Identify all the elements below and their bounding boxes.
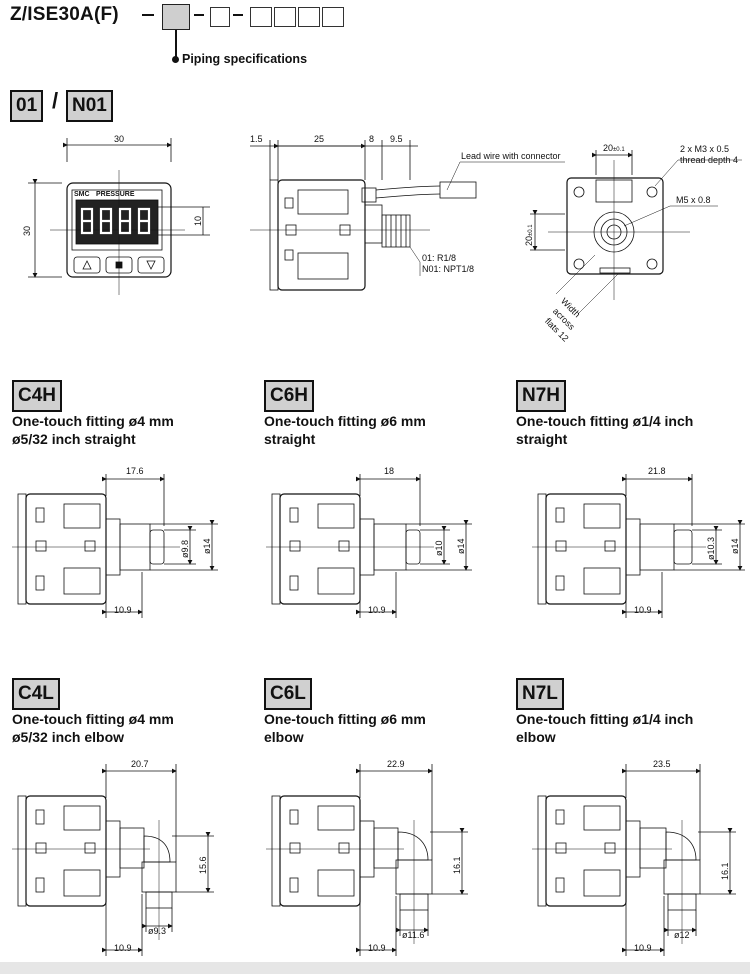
port-label: M5 x 0.8 [676, 195, 711, 205]
thread-label-1: 01: R1/8 [422, 253, 457, 263]
dim-height: 15.6 [198, 856, 208, 874]
piping-spec-label: Piping specifications [182, 52, 308, 66]
model-code: Z/ISE30A(F) [10, 4, 119, 25]
fitting-desc-line2: elbow [516, 729, 556, 745]
fitting-desc-line2: ø5/32 inch elbow [12, 729, 125, 745]
fitting-desc-line1: One-touch fitting ø6 mm [264, 711, 426, 727]
fitting-desc-line2: ø5/32 inch straight [12, 431, 136, 447]
dim-bottom: 10.9 [368, 605, 386, 615]
code-box [274, 7, 296, 27]
fitting-desc-line1: One-touch fitting ø4 mm [12, 711, 174, 727]
leader-dot [172, 56, 179, 63]
display-label: PRESSURE [96, 191, 135, 198]
dash [194, 14, 204, 16]
fitting-desc-line1: One-touch fitting ø4 mm [12, 413, 174, 429]
dim-outer-dia: ø14 [730, 538, 740, 554]
tag-n7h: N7H [516, 380, 567, 412]
tag-01: 01 [10, 90, 44, 122]
dim-inner-dia: ø10 [434, 540, 444, 556]
code-box [322, 7, 344, 27]
tag-n7l: N7L [516, 678, 564, 710]
dash [233, 14, 243, 16]
code-box [298, 7, 320, 27]
screw-label: 2 x M3 x 0.5 [680, 144, 730, 154]
dim-inner-dia: ø9.3 [148, 926, 167, 936]
brand-logo: SMC [74, 191, 90, 198]
leader-line [175, 30, 177, 58]
dim-inner-dia: ø11.6 [402, 930, 425, 940]
dim-height: 30 [22, 225, 32, 236]
dim-bottom: 10.9 [114, 605, 132, 615]
dim-bottom: 10.9 [634, 943, 652, 953]
dim-height: 16.1 [452, 856, 462, 874]
screw-depth-label: thread depth 4 [680, 155, 739, 165]
tag-c6l: C6L [264, 678, 312, 710]
page-footer-bar [0, 962, 750, 974]
fitting-desc-line2: straight [516, 431, 568, 447]
code-box [210, 7, 230, 27]
dim-side-1: 1.5 [250, 134, 263, 144]
dim-top: 23.5 [653, 759, 671, 769]
dim-bottom: 10.9 [634, 605, 652, 615]
fitting-desc-line1: One-touch fitting ø1/4 inch [516, 711, 694, 727]
dim-window: 10 [193, 215, 203, 226]
dash [142, 14, 154, 16]
dim-height: 16.1 [720, 862, 730, 880]
dim-outer-dia: ø14 [456, 538, 466, 554]
dim-top: 20.7 [131, 759, 149, 769]
thread-label-2: N01: NPT1/8 [422, 264, 475, 274]
dim-side-4: 9.5 [390, 134, 403, 144]
dim-width: 30 [114, 134, 125, 144]
dim-top: 18 [384, 466, 395, 476]
dim-outer-dia: ø14 [202, 538, 212, 554]
slash: / [52, 88, 59, 113]
code-box [250, 7, 272, 27]
dim-bottom: 10.9 [114, 943, 132, 953]
dim-side-2: 25 [314, 134, 325, 144]
fitting-desc-line1: One-touch fitting ø6 mm [264, 413, 426, 429]
dim-back-width: 20±0.1 [603, 143, 625, 153]
dim-inner-dia: ø9.8 [180, 539, 190, 558]
fitting-desc-line2: straight [264, 431, 316, 447]
tag-c4h: C4H [12, 380, 63, 412]
dim-side-3: 8 [369, 134, 375, 144]
dim-inner-dia: ø10.3 [706, 536, 716, 560]
lead-wire-label: Lead wire with connector [461, 151, 561, 161]
tag-c6h: C6H [264, 380, 315, 412]
tag-n01: N01 [66, 90, 113, 122]
fitting-desc-line2: elbow [264, 729, 304, 745]
dim-bottom: 10.9 [368, 943, 386, 953]
piping-code-box [162, 4, 190, 30]
dim-top: 22.9 [387, 759, 405, 769]
dim-back-height: 20±0.1 [524, 224, 534, 246]
fitting-desc-line1: One-touch fitting ø1/4 inch [516, 413, 694, 429]
dim-top: 17.6 [126, 466, 144, 476]
dim-inner-dia: ø12 [674, 930, 690, 940]
tag-c4l: C4L [12, 678, 60, 710]
dim-top: 21.8 [648, 466, 666, 476]
